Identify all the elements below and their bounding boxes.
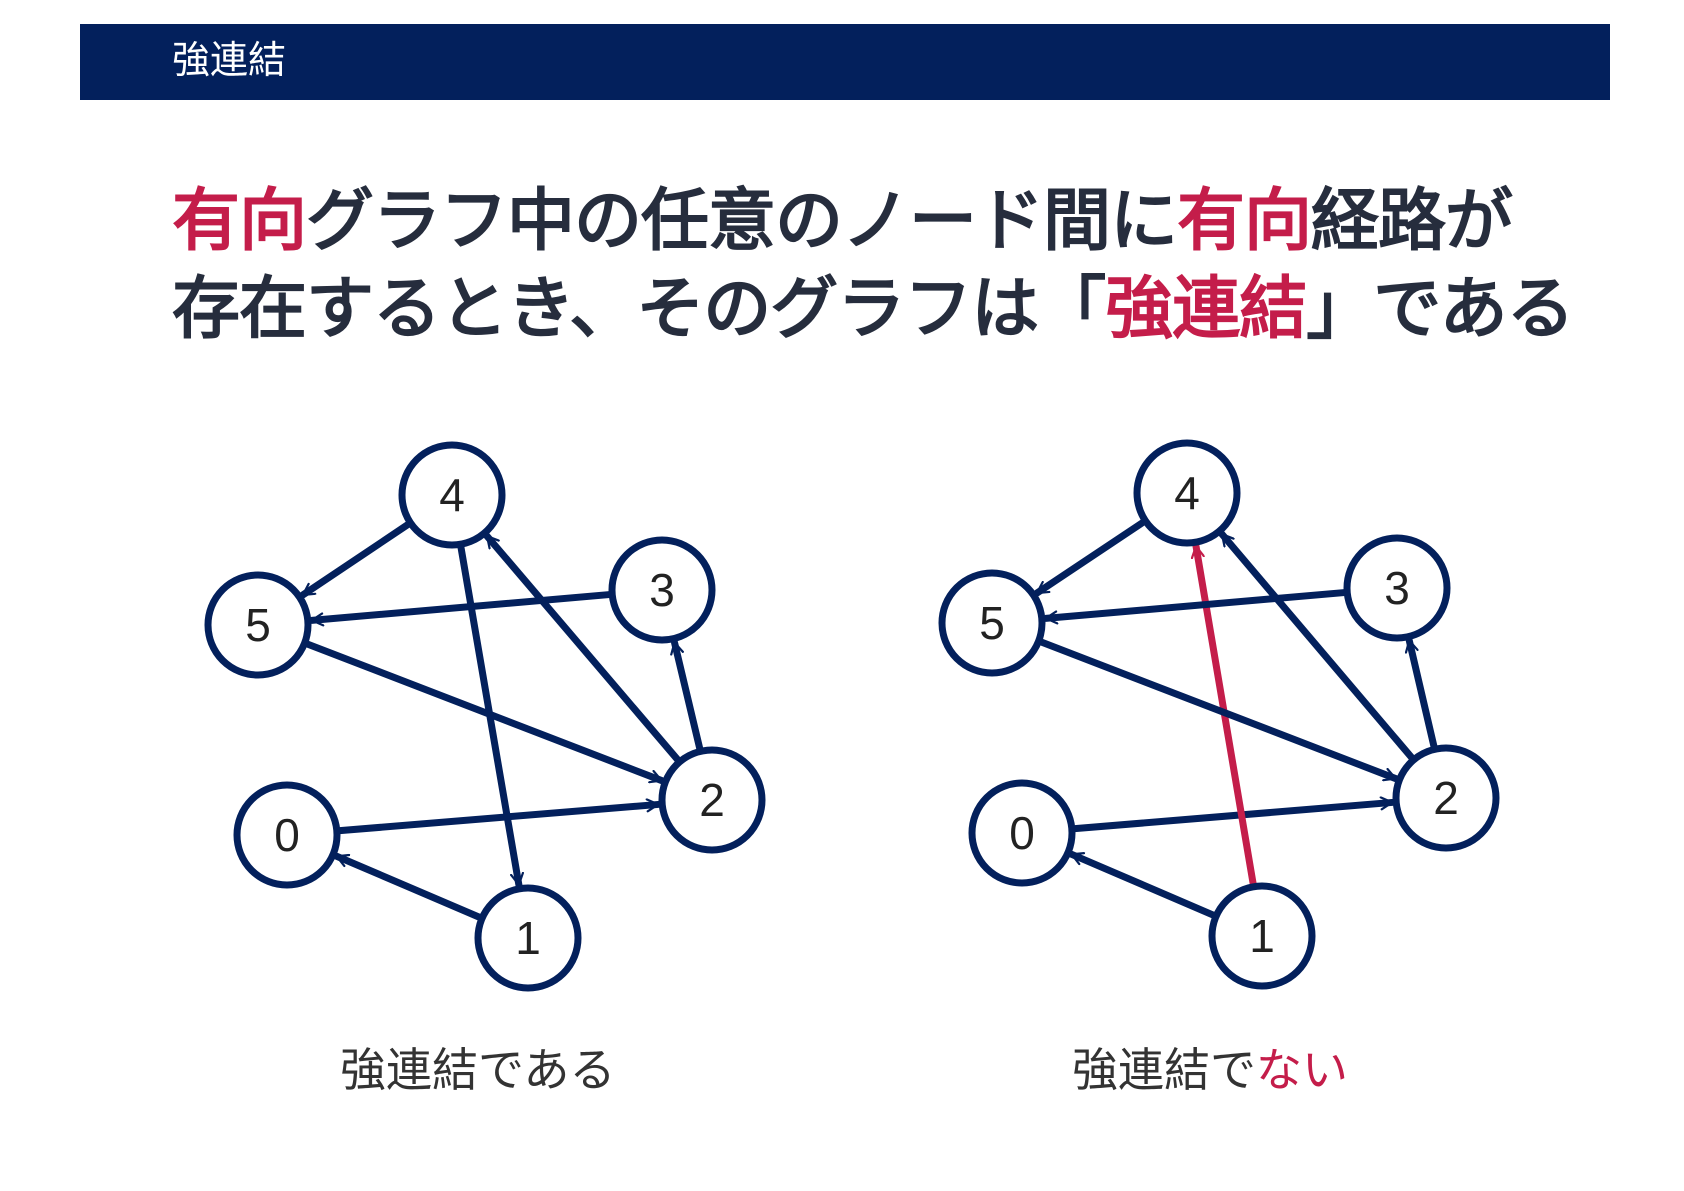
edge-2-to-4 [483,532,684,766]
edge-5-to-2 [1035,637,1400,783]
node-4: 4 [398,441,506,549]
accent-text: ない [1256,1043,1348,1097]
node-label: 0 [274,809,300,861]
caption-right: 強連結でない [1072,1040,1348,1100]
headline: 有向グラフ中の任意のノード間に有向経路が 存在するとき、そのグラフは「強連結」で… [172,178,1612,354]
node-circle [658,746,766,854]
node-label: 3 [649,564,675,616]
edge-4-to-5 [299,519,414,599]
node-circle [938,569,1046,677]
node-label: 5 [245,599,271,651]
node-0: 0 [968,779,1076,887]
slide-title: 強連結 [172,38,287,82]
text-segment: グラフ中の任意のノード間に [306,182,1178,261]
edge-4-to-5 [1033,517,1149,597]
node-label: 5 [979,597,1005,649]
node-circle [474,884,582,992]
header-bar: 強連結 [80,24,1610,100]
node-2: 2 [658,746,766,854]
node-label: 2 [1433,772,1459,824]
edge-3-to-5 [308,590,616,620]
node-3: 3 [608,536,716,644]
node-circle [1392,744,1500,852]
accent-text: 有向 [172,182,307,261]
node-circle [204,571,312,679]
node-5: 5 [938,569,1046,677]
node-label: 1 [515,912,541,964]
node-circle [1208,882,1316,990]
node-4: 4 [1133,439,1241,547]
node-3: 3 [1343,534,1451,642]
node-circle [608,536,716,644]
edge-5-to-2 [301,639,666,785]
text-segment: 強連結で [1072,1043,1256,1097]
accent-text: 有向 [1177,182,1312,261]
node-label: 0 [1009,807,1035,859]
edge-1-to-0 [333,852,486,922]
node-5: 5 [204,571,312,679]
caption-left: 強連結である [340,1040,616,1100]
node-0: 0 [233,781,341,889]
graph-right-not-strongly-connected: 0 1 2 3 4 5 [938,439,1500,990]
node-label: 2 [699,774,725,826]
node-circle [968,779,1076,887]
edge-2-to-3 [675,639,704,755]
node-circle [398,441,506,549]
node-circle [1133,439,1241,547]
text-segment: 存在するとき、そのグラフは「 [172,270,1106,349]
edge-2-to-3 [1409,637,1439,753]
node-circle [1343,534,1451,642]
node-label: 3 [1384,562,1410,614]
edge-1-to-0 [1068,850,1220,920]
node-1: 1 [474,884,582,992]
headline-line-2: 存在するとき、そのグラフは「強連結」である [172,266,1612,354]
text-segment: 経路が [1311,182,1513,261]
graph-left-strongly-connected: 0 1 2 3 4 5 [204,441,766,992]
text-segment: 強連結である [340,1043,616,1097]
node-label: 4 [439,469,465,521]
text-segment: 」である [1306,270,1574,349]
node-2: 2 [1392,744,1500,852]
headline-line-1: 有向グラフ中の任意のノード間に有向経路が [172,178,1612,266]
edge-2-to-4 [1218,530,1418,764]
edge-0-to-2 [333,804,662,835]
node-circle [233,781,341,889]
node-label: 1 [1249,910,1275,962]
edge-3-to-5 [1042,588,1351,618]
accent-text: 強連結 [1105,270,1307,349]
node-label: 4 [1174,467,1200,519]
node-1: 1 [1208,882,1316,990]
edge-0-to-2 [1068,802,1396,833]
